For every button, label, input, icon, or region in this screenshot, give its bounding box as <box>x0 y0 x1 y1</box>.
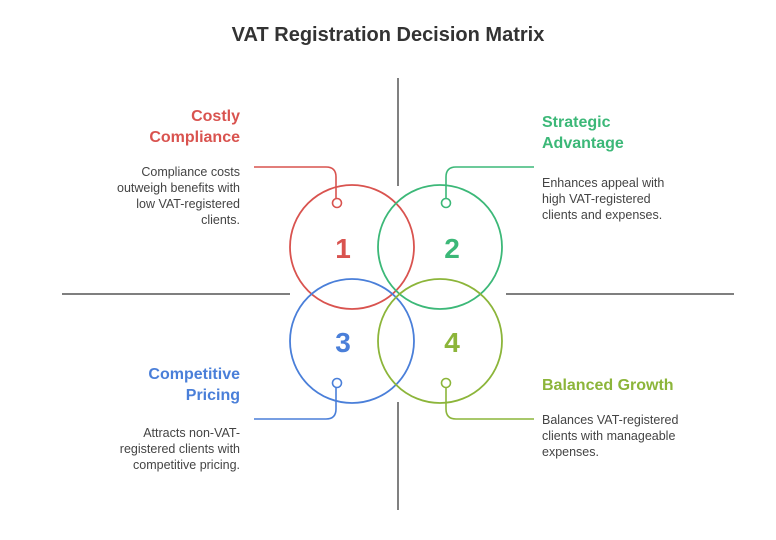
quadrant-1-circle <box>289 184 415 310</box>
quadrant-1-title-line: Compliance <box>149 129 240 146</box>
quadrant-3-desc-line: competitive pricing. <box>133 458 240 472</box>
quadrant-3-desc-line: registered clients with <box>119 442 240 456</box>
quadrant-2-desc-line: Enhances appeal with <box>542 176 665 190</box>
quadrant-3-title-line: Pricing <box>185 387 240 404</box>
quadrant-3-description: Attracts non-VAT- registered clients wit… <box>70 425 240 473</box>
quadrant-1-connector <box>254 166 337 198</box>
quadrant-1-title-line: Costly <box>191 108 240 125</box>
quadrant-3-circle <box>289 278 415 404</box>
quadrant-2-circle <box>377 184 503 310</box>
quadrant-3-connector <box>254 388 337 420</box>
quadrant-4-desc-line: Balances VAT-registered <box>542 413 679 427</box>
quadrant-1-number: 1 <box>335 233 351 264</box>
quadrant-1-desc-line: Compliance costs <box>141 165 240 179</box>
quadrant-4-description: Balances VAT-registered clients with man… <box>542 412 722 460</box>
quadrant-3-dot <box>331 377 343 389</box>
quadrant-4-desc-line: clients with manageable <box>542 429 676 443</box>
quadrant-2-connector <box>445 166 534 198</box>
quadrant-1-desc-line: outweigh benefits with <box>117 181 240 195</box>
quadrant-1-desc-line: clients. <box>201 213 240 227</box>
quadrant-2-title-line: Strategic <box>542 114 611 131</box>
quadrant-2-description: Enhances appeal with high VAT-registered… <box>542 175 712 223</box>
quadrant-4-connector <box>445 388 534 420</box>
quadrant-2-desc-line: high VAT-registered <box>542 192 651 206</box>
quadrant-3-desc-line: Attracts non-VAT- <box>143 426 240 440</box>
quadrant-3-number: 3 <box>335 327 351 358</box>
quadrant-1-desc-line: low VAT-registered <box>136 197 240 211</box>
quadrant-2-dot <box>440 197 452 209</box>
quadrant-2-number: 2 <box>444 233 460 264</box>
quadrant-4-title-line: Balanced Growth <box>542 377 674 394</box>
quadrant-3-title-line: Competitive <box>148 366 240 383</box>
quadrant-2-title: Strategic Advantage <box>542 112 702 154</box>
quadrant-1-dot <box>331 197 343 209</box>
quadrant-4-number: 4 <box>444 327 460 358</box>
quadrant-4-desc-line: expenses. <box>542 445 599 459</box>
quadrant-4-dot <box>440 377 452 389</box>
quadrant-1-description: Compliance costs outweigh benefits with … <box>80 164 240 228</box>
quadrant-1-title: Costly Compliance <box>100 106 240 148</box>
quadrant-2-desc-line: clients and expenses. <box>542 208 663 222</box>
page-title: VAT Registration Decision Matrix <box>231 24 545 46</box>
quadrant-4-circle <box>377 278 503 404</box>
quadrant-2-title-line: Advantage <box>542 135 624 152</box>
quadrant-3-title: Competitive Pricing <box>90 364 240 406</box>
quadrant-4-title: Balanced Growth <box>542 375 742 396</box>
